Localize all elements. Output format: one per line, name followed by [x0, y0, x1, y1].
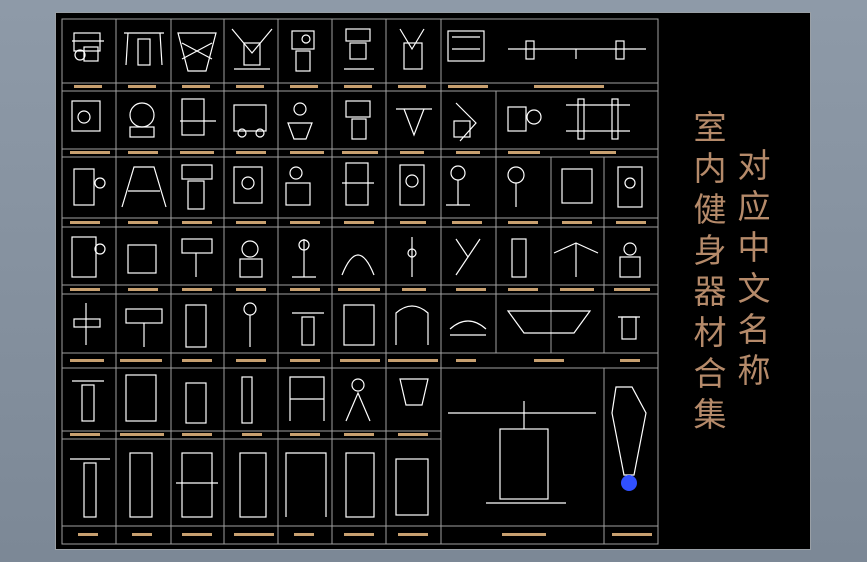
title-column-1: 室内健身器材合集 — [693, 108, 727, 434]
machine-icon — [292, 312, 324, 346]
label-marks — [70, 85, 652, 536]
machine-icon — [617, 166, 643, 208]
machine-icon — [395, 305, 429, 345]
row-lines — [62, 82, 658, 527]
machine-icon — [73, 303, 101, 345]
machine-icon — [618, 316, 640, 340]
machine-icon — [125, 374, 157, 422]
machine-icon — [181, 164, 213, 210]
machine-icon — [124, 32, 164, 66]
machine-icon — [619, 242, 641, 278]
machine-icon — [395, 458, 429, 516]
machine-row-4 — [71, 236, 641, 278]
machine-icon — [285, 452, 327, 517]
machine-icon — [291, 30, 315, 72]
machine-icon — [70, 458, 110, 518]
machine-icon — [343, 304, 375, 346]
machine-icon — [181, 238, 213, 277]
machine-icon — [449, 320, 487, 336]
machine-row-2 — [71, 98, 630, 142]
machine-icon — [180, 98, 216, 136]
machine-icon — [447, 30, 485, 62]
machine-icon — [399, 28, 425, 70]
machine-icon — [507, 166, 525, 207]
machine-icon — [345, 378, 371, 422]
machine-icon — [342, 162, 374, 206]
machine-icon — [241, 376, 253, 424]
machine-icon — [399, 164, 425, 206]
machine-icon — [233, 104, 267, 138]
machine-icon — [127, 244, 157, 274]
machine-row-1 — [72, 28, 646, 72]
machine-icon — [176, 452, 218, 518]
machine-icon — [287, 102, 313, 140]
machine-icon — [561, 168, 593, 204]
machine-icon — [285, 166, 311, 206]
machine-icon — [71, 100, 101, 132]
hanging-bag-diagram — [611, 386, 647, 491]
equipment-grid — [61, 18, 659, 545]
machine-icon — [129, 452, 153, 518]
machine-icon — [177, 32, 217, 72]
machine-row-7 — [70, 452, 429, 518]
machine-icon — [506, 310, 592, 334]
machine-icon — [243, 302, 257, 347]
machine-icon — [511, 238, 527, 278]
machine-icon — [455, 238, 481, 276]
machine-icon — [345, 100, 371, 140]
machine-icon — [407, 237, 417, 277]
machine-icon — [292, 239, 316, 278]
machine-row-5 — [73, 302, 640, 348]
machine-icon — [185, 304, 207, 348]
machine-row-3 — [73, 162, 643, 210]
machine-icon — [566, 98, 630, 140]
drawing-sheet: 室内健身器材合集 对应中文名称 — [55, 12, 811, 550]
machine-icon — [341, 254, 375, 276]
machine-icon — [508, 40, 646, 60]
machine-icon — [289, 376, 325, 421]
machine-icon — [72, 32, 104, 62]
machine-icon — [231, 28, 273, 70]
machine-icon — [71, 236, 106, 278]
machine-icon — [121, 166, 167, 208]
machine-icon — [239, 240, 263, 278]
machine-icon — [72, 380, 104, 422]
machine-row-6 — [72, 374, 429, 424]
machine-icon — [73, 168, 106, 206]
large-bench-diagram — [448, 401, 596, 504]
machine-icon — [125, 308, 163, 347]
machine-icon — [446, 165, 470, 206]
machine-icon — [345, 452, 375, 518]
machine-icon — [453, 102, 477, 142]
machine-icon — [553, 242, 599, 277]
machine-icon — [233, 166, 263, 204]
machine-icon — [507, 106, 542, 132]
machine-icon — [129, 102, 155, 138]
column-lines — [115, 19, 605, 544]
machine-icon — [396, 108, 432, 137]
machine-icon — [239, 452, 267, 518]
machine-icon — [185, 382, 207, 424]
title-column-2: 对应中文名称 — [737, 146, 771, 390]
grid-frame — [61, 18, 659, 545]
machine-icon — [344, 28, 374, 70]
machine-icon — [399, 378, 429, 406]
